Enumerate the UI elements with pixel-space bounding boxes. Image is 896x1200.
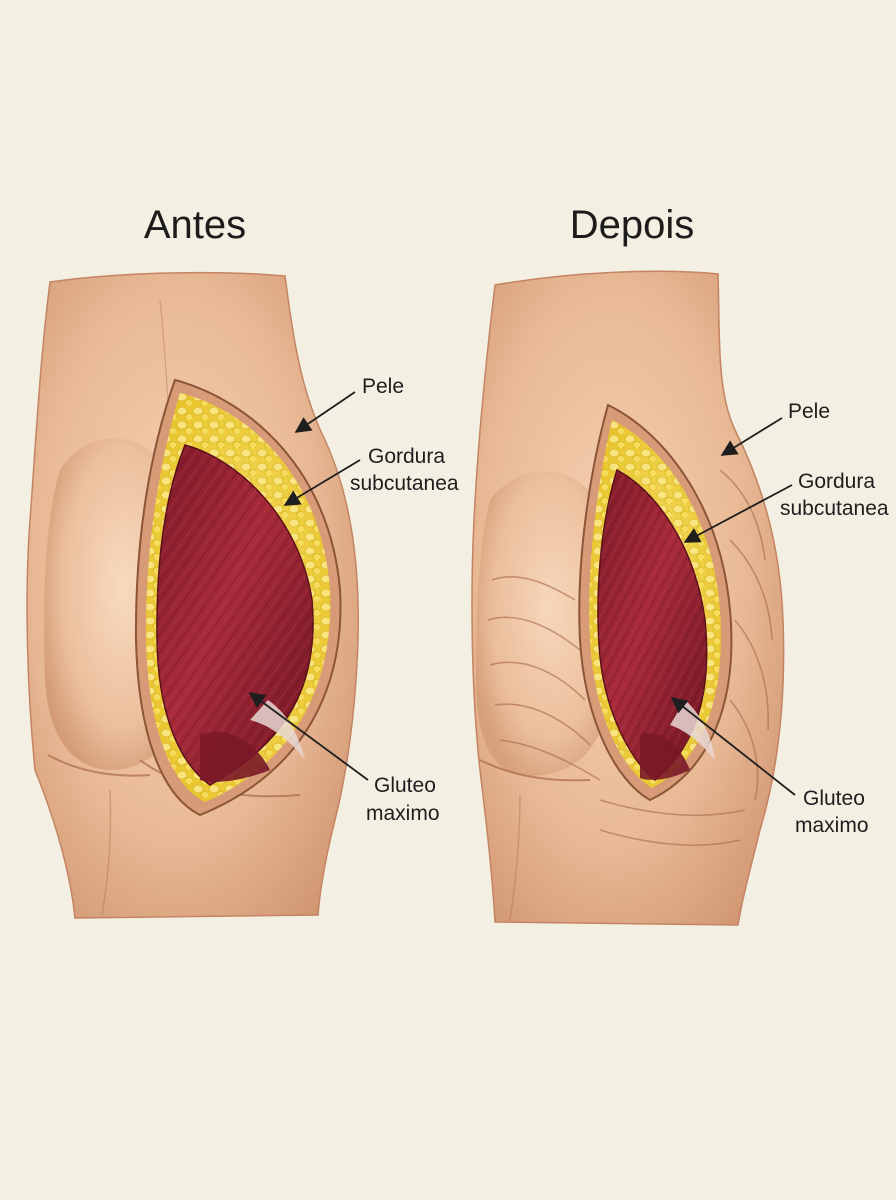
label-skin-after: Pele — [788, 400, 830, 423]
callouts-after: Pele Gordura subcutanea Gluteo maximo — [670, 400, 889, 837]
pointer-skin-after — [720, 417, 783, 456]
label-fat-line1-after: Gordura — [798, 470, 875, 493]
skin-wrinkles-after — [487, 469, 773, 846]
label-fat-line2-before: subcutanea — [350, 472, 459, 495]
tendon-after — [670, 700, 715, 760]
gluteal-fold-left-before — [47, 754, 151, 777]
thigh-gap-after — [509, 794, 521, 921]
pointer-fat-before — [283, 459, 361, 506]
pointer-muscle-before — [248, 692, 369, 781]
label-muscle-line1-after: Gluteo — [803, 787, 865, 810]
pointer-muscle-after — [670, 696, 796, 796]
gluteal-fold-left-after — [479, 759, 591, 782]
label-muscle-line2-after: maximo — [795, 814, 869, 837]
left-buttock-after — [476, 471, 610, 776]
panel-before: Antes Pele Gordura subcutanea — [26, 203, 459, 919]
lower-muscle-after — [640, 733, 690, 780]
label-skin-before: Pele — [362, 375, 404, 398]
panel-title-after: Depois — [570, 203, 695, 247]
muscle-fibers-before — [156, 445, 314, 785]
label-muscle-line1-before: Gluteo — [374, 774, 436, 797]
label-fat-line2-after: subcutanea — [780, 497, 889, 520]
pointer-fat-after — [683, 484, 793, 543]
callouts-before: Pele Gordura subcutanea Gluteo maximo — [248, 375, 459, 825]
tendon-before — [250, 700, 305, 760]
thigh-gap-before — [101, 789, 112, 916]
label-fat-line1-before: Gordura — [368, 445, 445, 468]
panel-title-before: Antes — [144, 203, 246, 247]
panel-after: Depois — [471, 203, 889, 926]
lower-muscle-before — [200, 731, 270, 782]
pointer-skin-before — [294, 391, 356, 433]
label-muscle-line2-before: maximo — [366, 802, 440, 825]
